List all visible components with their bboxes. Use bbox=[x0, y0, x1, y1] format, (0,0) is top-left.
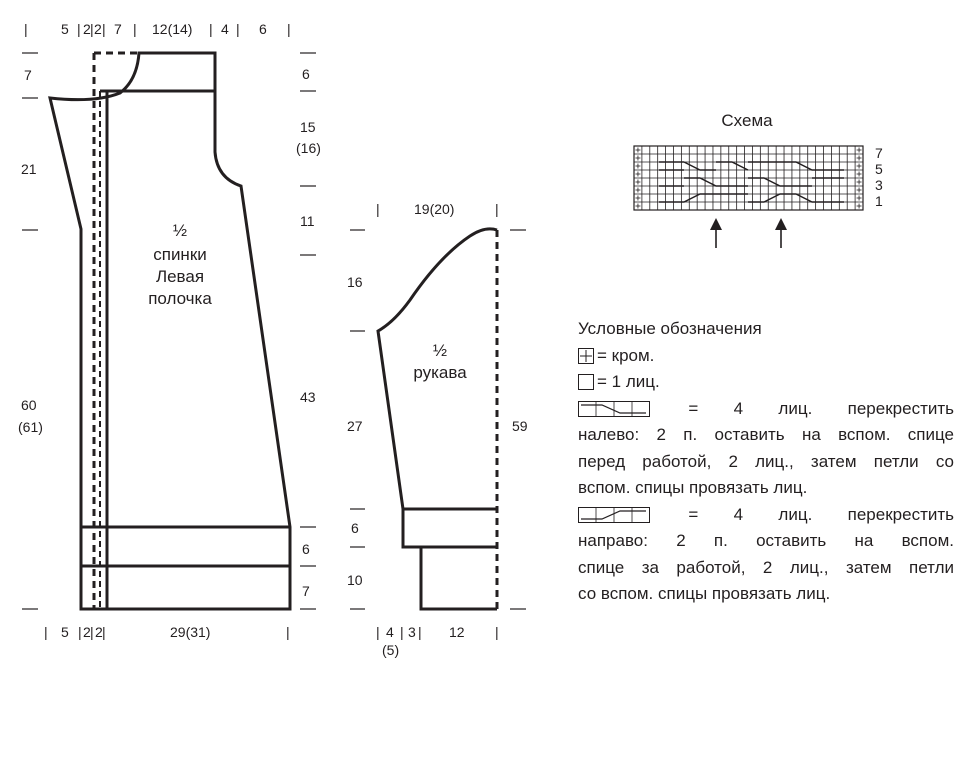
bottom-tick: | bbox=[286, 624, 290, 640]
top-tick: | bbox=[236, 21, 240, 37]
back-top-dim-5: 12(14) bbox=[152, 21, 192, 37]
cable-symbol-row-7 bbox=[659, 161, 749, 171]
bottom-tick: | bbox=[102, 624, 106, 640]
legend: Условные обозначения = кром. = 1 лиц. = … bbox=[578, 316, 954, 608]
sleeve-label-line-2: рукава bbox=[413, 363, 467, 382]
back-label-fraction: ½ bbox=[173, 221, 187, 240]
sleeve-left-dim-2: 27 bbox=[347, 418, 363, 434]
back-top-dim-4: 7 bbox=[114, 21, 122, 37]
chart-row-3: 3 bbox=[875, 177, 883, 193]
back-right-dim-1: 6 bbox=[302, 66, 310, 82]
legend-left-cross-last: вспом. спицы провязать лиц. bbox=[578, 478, 808, 497]
sleeve-label-fraction: ½ bbox=[433, 341, 447, 360]
back-bottom-dim-3: 2 bbox=[95, 624, 103, 640]
cable-symbol-extra bbox=[659, 161, 844, 195]
legend-edge-row: = кром. bbox=[578, 343, 954, 370]
top-tick: | bbox=[133, 21, 137, 37]
sleeve-bottom-dim-1: 4 bbox=[386, 624, 394, 640]
sleeve-bottom-dim-2: (5) bbox=[382, 642, 399, 658]
sleeve-left-dim-1: 16 bbox=[347, 274, 363, 290]
back-left-dim-4: (61) bbox=[18, 419, 43, 435]
chart-row-5: 5 bbox=[875, 161, 883, 177]
back-top-dim-2: 2 bbox=[83, 21, 91, 37]
right-cross-icon bbox=[578, 506, 650, 523]
back-right-dim-4: 11 bbox=[300, 213, 315, 229]
back-right-dim-2: 15 bbox=[300, 119, 316, 135]
legend-left-cross-row: = 4 лиц. перекрестить bbox=[578, 396, 954, 423]
back-label-line-4: полочка bbox=[148, 289, 212, 308]
repeat-arrow-icon bbox=[710, 218, 722, 248]
sleeve-bottom-tick: | bbox=[376, 624, 380, 640]
legend-title: Условные обозначения bbox=[578, 319, 762, 338]
back-left-dim-2: 21 bbox=[21, 161, 37, 177]
sleeve-left-dim-3: 6 bbox=[351, 520, 359, 536]
back-top-dim-7: 6 bbox=[259, 21, 267, 37]
back-right-dim-3: (16) bbox=[296, 140, 321, 156]
sleeve-top-tick: | bbox=[376, 201, 380, 217]
back-right-dim-6: 6 bbox=[302, 541, 310, 557]
legend-right-cross-line-1: направо: 2 п. оставить на вспом. bbox=[578, 531, 954, 550]
repeat-arrow-icon bbox=[775, 218, 787, 248]
sleeve-bottom-tick: | bbox=[400, 624, 404, 640]
top-tick: | bbox=[90, 21, 94, 37]
sleeve-right-dim: 59 bbox=[512, 418, 528, 434]
back-bottom-dim-4: 29(31) bbox=[170, 624, 210, 640]
sleeve-top-tick: | bbox=[495, 201, 499, 217]
left-cross-icon bbox=[578, 400, 650, 417]
bottom-tick: | bbox=[78, 624, 82, 640]
top-tick: | bbox=[209, 21, 213, 37]
top-tick: | bbox=[77, 21, 81, 37]
back-label-line-2: спинки bbox=[153, 245, 207, 264]
sleeve-bottom-tick: | bbox=[495, 624, 499, 640]
legend-knit-text: = 1 лиц. bbox=[597, 372, 660, 391]
knit-stitch-icon bbox=[578, 374, 594, 390]
sleeve-piece: | 19(20) | 16 27 6 10 59 | 4 | (5) 3 | 1… bbox=[347, 201, 528, 658]
back-bottom-dim-2: 2 bbox=[83, 624, 91, 640]
chart-frame bbox=[633, 145, 864, 211]
bottom-tick: | bbox=[90, 624, 94, 640]
back-left-dim-1: 7 bbox=[24, 67, 32, 83]
back-left-dim-3: 60 bbox=[21, 397, 37, 413]
back-bottom-dim-1: 5 bbox=[61, 624, 69, 640]
back-top-dim-1: 5 bbox=[61, 21, 69, 37]
cable-symbol-row-7b bbox=[780, 161, 844, 171]
legend-left-cross-line-2: перед работой, 2 лиц., затем петли со bbox=[578, 451, 954, 471]
back-label-line-3: Левая bbox=[156, 267, 204, 286]
chart-title: Схема bbox=[721, 111, 773, 130]
sleeve-bottom-tick: | bbox=[418, 624, 422, 640]
top-tick: | bbox=[102, 21, 106, 37]
chart-row-1: 1 bbox=[875, 193, 883, 209]
top-tick: | bbox=[287, 21, 291, 37]
back-top-dim-3: 2 bbox=[94, 21, 102, 37]
legend-knit-row: = 1 лиц. bbox=[578, 369, 954, 396]
legend-left-cross-line-1: налево: 2 п. оставить на вспом. спице bbox=[578, 425, 954, 444]
cable-symbol-row-3 bbox=[684, 177, 812, 187]
back-outline bbox=[48, 51, 292, 611]
legend-right-cross-row: = 4 лиц. перекрестить bbox=[578, 502, 954, 529]
legend-right-cross-head: = 4 лиц. перекрестить bbox=[688, 504, 954, 524]
bottom-tick: | bbox=[44, 624, 48, 640]
legend-left-cross-head: = 4 лиц. перекрестить bbox=[688, 398, 954, 418]
back-right-dim-5: 43 bbox=[300, 389, 316, 405]
sleeve-bottom-dim-4: 12 bbox=[449, 624, 465, 640]
top-tick: | bbox=[24, 21, 28, 37]
back-top-dim-6: 4 bbox=[221, 21, 229, 37]
legend-edge-text: = кром. bbox=[597, 345, 655, 365]
sleeve-bottom-dim-3: 3 bbox=[408, 624, 416, 640]
back-front-piece: | 5 | 2 | 2 | 7 | 12(14) | 4 | 6 | 7 21 bbox=[18, 21, 321, 640]
stitch-chart: Схема 7 5 3 1 bbox=[633, 111, 883, 248]
chart-row-7: 7 bbox=[875, 145, 883, 161]
sleeve-left-dim-4: 10 bbox=[347, 572, 363, 588]
cable-symbol-row-1 bbox=[659, 193, 844, 203]
sleeve-outline bbox=[376, 227, 498, 611]
back-right-dim-7: 7 bbox=[302, 583, 310, 599]
sleeve-top-dim: 19(20) bbox=[414, 201, 454, 217]
edge-stitch-icon bbox=[578, 347, 594, 364]
legend-right-cross-line-2: спице за работой, 2 лиц., затем петли bbox=[578, 557, 954, 577]
legend-right-cross-last: со вспом. спицы провязать лиц. bbox=[578, 584, 831, 603]
